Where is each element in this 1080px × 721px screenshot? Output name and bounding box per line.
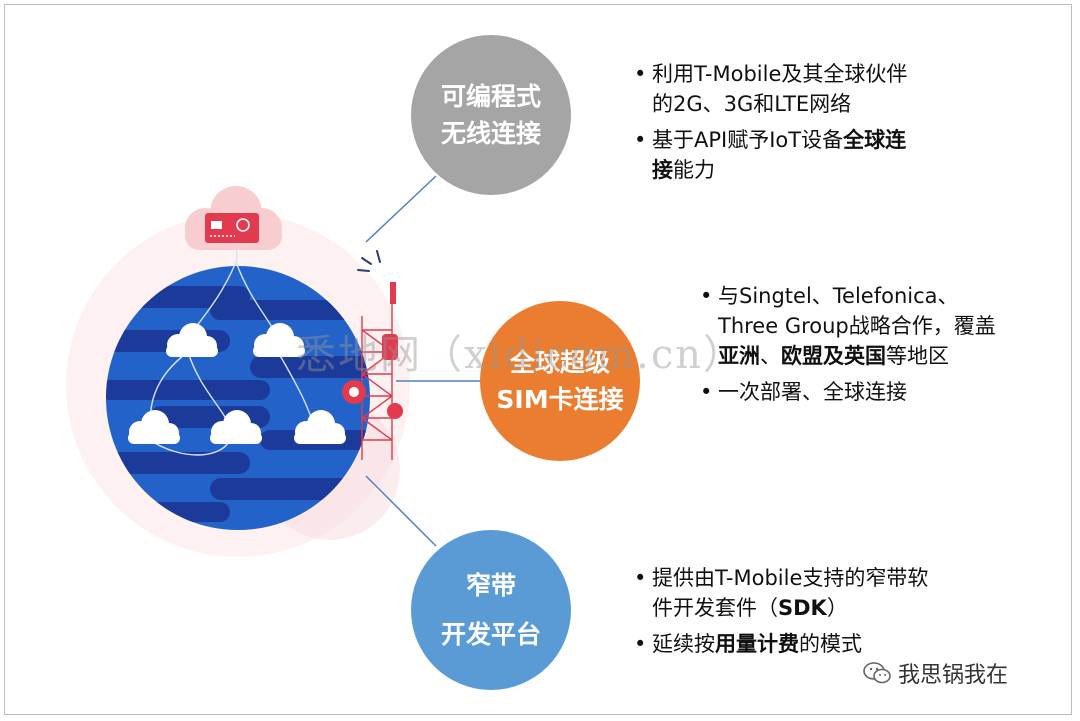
cloud-4 [210, 410, 262, 444]
sdk-bullet-1-run-3: ） [826, 596, 848, 620]
sdk-bullet-1-run-2: SDK [778, 596, 827, 620]
cloud-2 [253, 323, 305, 357]
sim-label-line-2: SIM卡连接 [496, 385, 624, 414]
sdk-label-line-2: 开发平台 [440, 620, 541, 649]
connector-top [365, 175, 437, 243]
sim-bullet-1: 与Singtel、Telefonica、Three Group战略合作，覆盖亚洲… [700, 281, 1010, 371]
wireless-label-line-2: 无线连接 [440, 119, 541, 148]
sdk-circle-label: 窄带开发平台 [411, 530, 571, 690]
sim-circle-label: 全球超级 SIM卡连接 [480, 301, 640, 461]
wireless-label-line-1: 可编程式 [440, 82, 541, 111]
sim-label-line-1: 全球超级 [509, 348, 610, 377]
wechat-icon [863, 662, 891, 684]
sim-bullet-1-run-3: 、 [760, 344, 781, 368]
wireless-bullet-2-run-3: 能力 [673, 158, 715, 182]
circle-sdk [411, 530, 571, 690]
sdk-bullet-2: 延续按用量计费的模式 [634, 629, 934, 659]
sdk-bullet-1-run-1: 提供由T-Mobile支持的窄带软件开发套件（ [652, 566, 929, 620]
sim-bullet-2: 一次部署、全球连接 [700, 377, 1010, 407]
sim-bullet-list: 与Singtel、Telefonica、Three Group战略合作，覆盖亚洲… [700, 281, 1010, 413]
sdk-bullet-2-run-2: 用量计费 [715, 632, 799, 656]
sdk-label-line-1: 窄带 [465, 571, 516, 600]
signature-text: 我思锅我在 [898, 663, 1009, 688]
sdk-bullet-2-run-1: 延续按 [652, 632, 715, 656]
watermark-text: 悉地网（xidicom.cn） [296, 332, 746, 378]
wireless-bullet-2-run-1: 基于API赋予IoT设备 [652, 128, 844, 152]
sim-bullet-1-run-1: 与Singtel、Telefonica、Three Group战略合作，覆盖 [718, 284, 996, 338]
cell-tower-icon [342, 250, 403, 460]
cloud-5 [294, 410, 346, 444]
sdk-bullet-list: 提供由T-Mobile支持的窄带软件开发套件（SDK） 延续按用量计费的模式 [634, 563, 934, 665]
cloud-1 [166, 323, 218, 357]
wireless-bullet-2: 基于API赋予IoT设备全球连接能力 [634, 125, 926, 185]
sdk-bullet-2-run-3: 的模式 [799, 632, 862, 656]
cloud-3 [128, 410, 180, 444]
connector-bottom [365, 475, 437, 547]
circle-sim [480, 301, 640, 461]
sim-bullet-2-run-1: 一次部署、全球连接 [718, 380, 907, 404]
wireless-circle-label: 可编程式无线连接 [411, 35, 571, 195]
wireless-bullet-1-run-1: 利用T-Mobile及其全球伙伴的2G、3G和LTE网络 [652, 62, 908, 116]
wireless-bullet-1: 利用T-Mobile及其全球伙伴的2G、3G和LTE网络 [634, 59, 926, 119]
cloud-sim-card-icon [185, 186, 282, 267]
signature: 我思锅我在 [862, 657, 1008, 689]
wireless-bullet-list: 利用T-Mobile及其全球伙伴的2G、3G和LTE网络基于API赋予IoT设备… [634, 59, 926, 191]
slide-frame [4, 4, 1072, 715]
sim-bullet-1-run-4: 欧盟及英国 [781, 344, 886, 368]
wireless-bullet-2-run-2: 全球连接 [652, 128, 907, 182]
sim-bullet-1-run-2: 亚洲 [718, 344, 760, 368]
circle-wireless [411, 35, 571, 195]
sdk-bullet-1: 提供由T-Mobile支持的窄带软件开发套件（SDK） [634, 563, 934, 623]
sim-bullet-1-run-5: 等地区 [886, 344, 949, 368]
